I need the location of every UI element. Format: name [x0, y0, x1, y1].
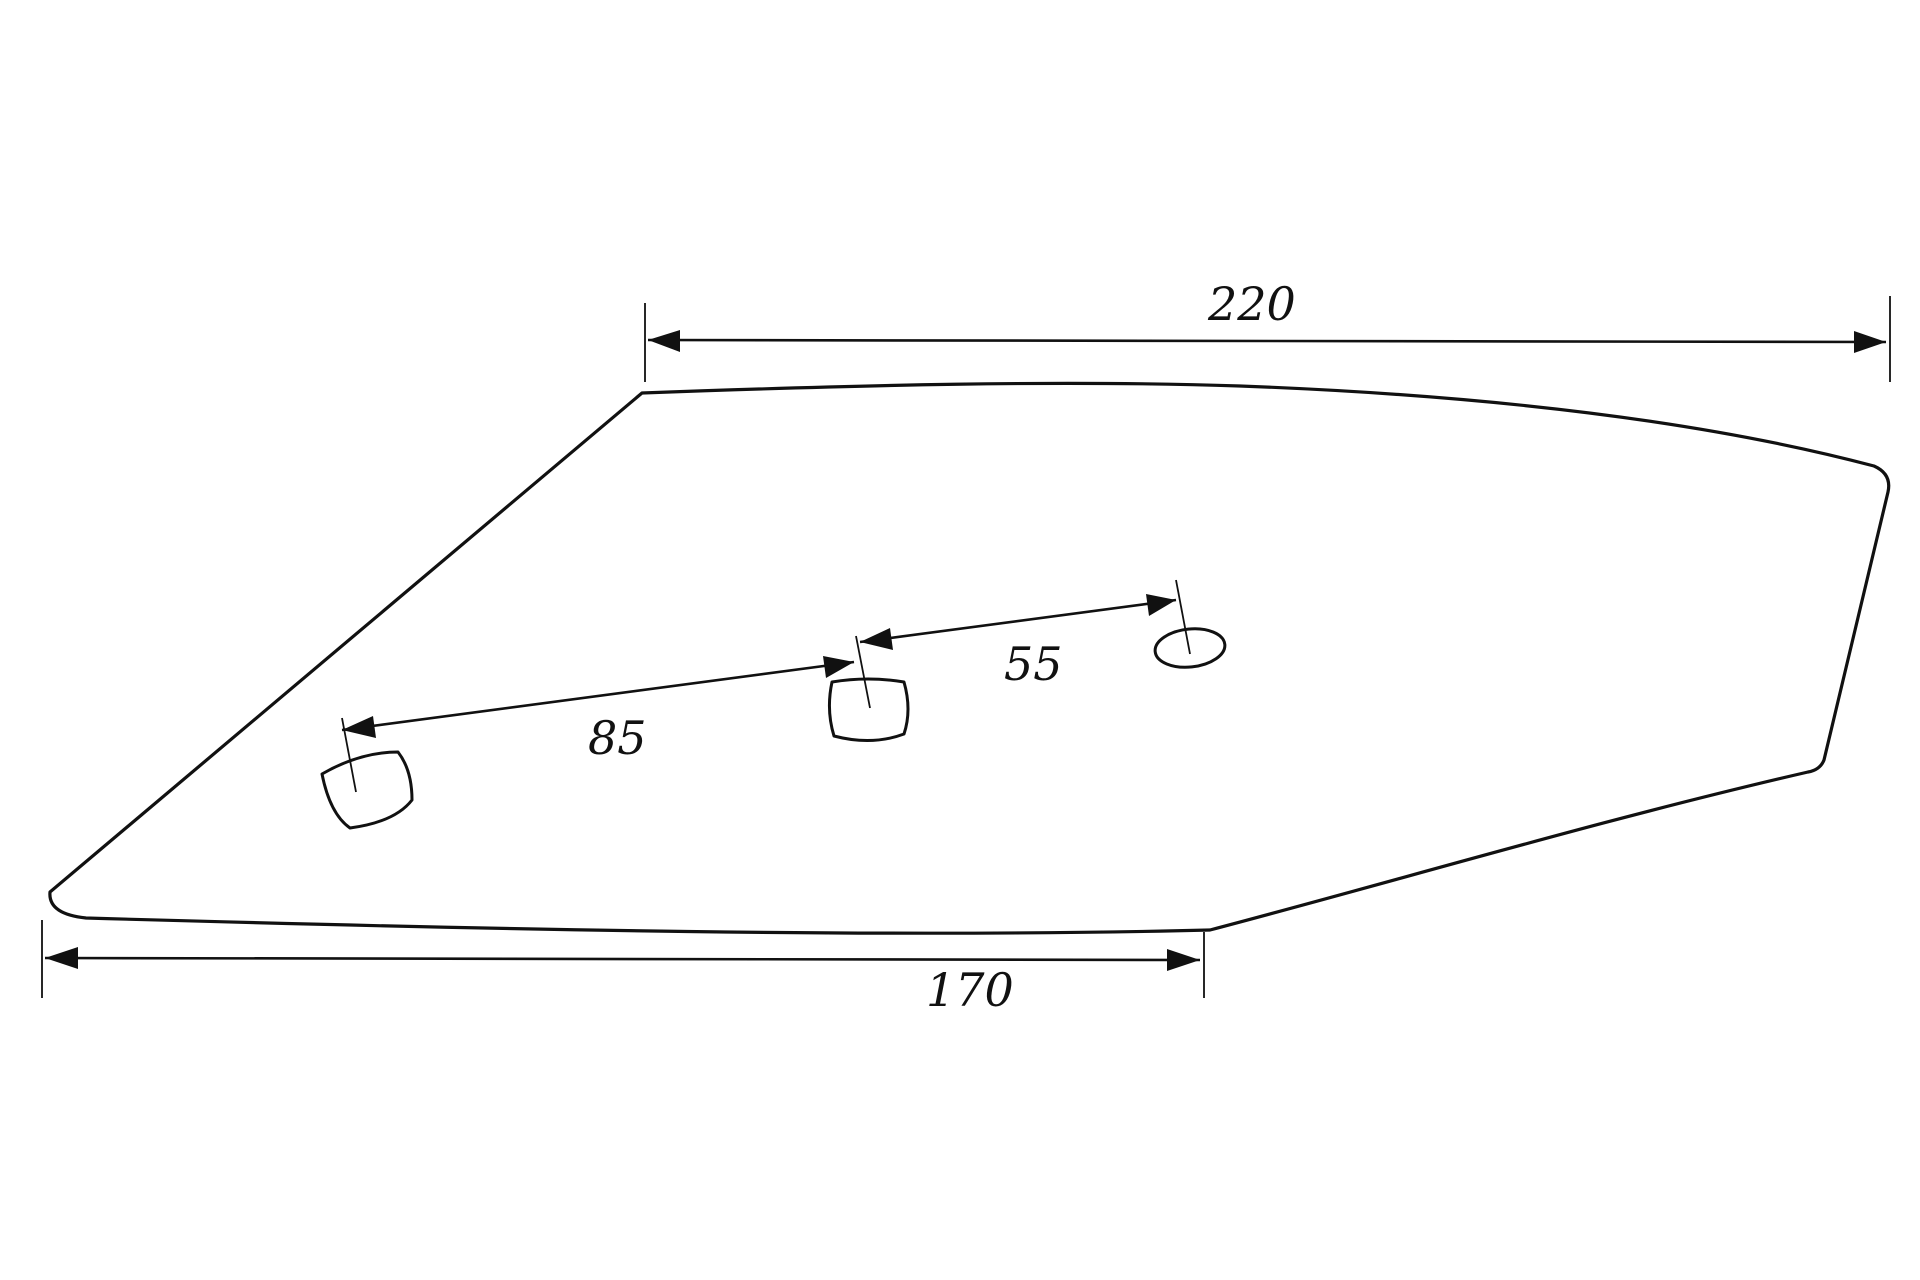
hole-centerline-right — [1175, 579, 1191, 655]
hole-spacing-55-arrow-left — [860, 628, 893, 650]
hole-centerline-center — [855, 635, 871, 709]
mounting-hole-right — [1153, 627, 1227, 669]
hole-spacing-85-line — [341, 660, 855, 732]
mounting-hole-center — [827, 677, 910, 743]
part-outline — [48, 381, 1891, 935]
bottom-dimension-line — [44, 956, 1201, 962]
top-dim-arrow-right — [1854, 331, 1886, 353]
top-dim-arrow-left — [648, 330, 680, 352]
bottom-dim-arrow-left — [45, 947, 78, 969]
hole-spacing-85-label: 85 — [588, 711, 647, 765]
hole-spacing-55-line — [859, 598, 1177, 644]
hole-spacing-85-arrow-right — [823, 656, 854, 678]
top-dimension-label: 220 — [1207, 277, 1296, 331]
top-dimension-line — [647, 338, 1887, 344]
bottom-dim-arrow-right — [1167, 949, 1200, 971]
hole-spacing-55-label: 55 — [1004, 637, 1063, 691]
hole-spacing-85-arrow-left — [342, 716, 376, 738]
bottom-dimension-label: 170 — [926, 963, 1014, 1017]
mounting-hole-left — [320, 750, 414, 830]
hole-spacing-55-arrow-right — [1146, 594, 1176, 616]
